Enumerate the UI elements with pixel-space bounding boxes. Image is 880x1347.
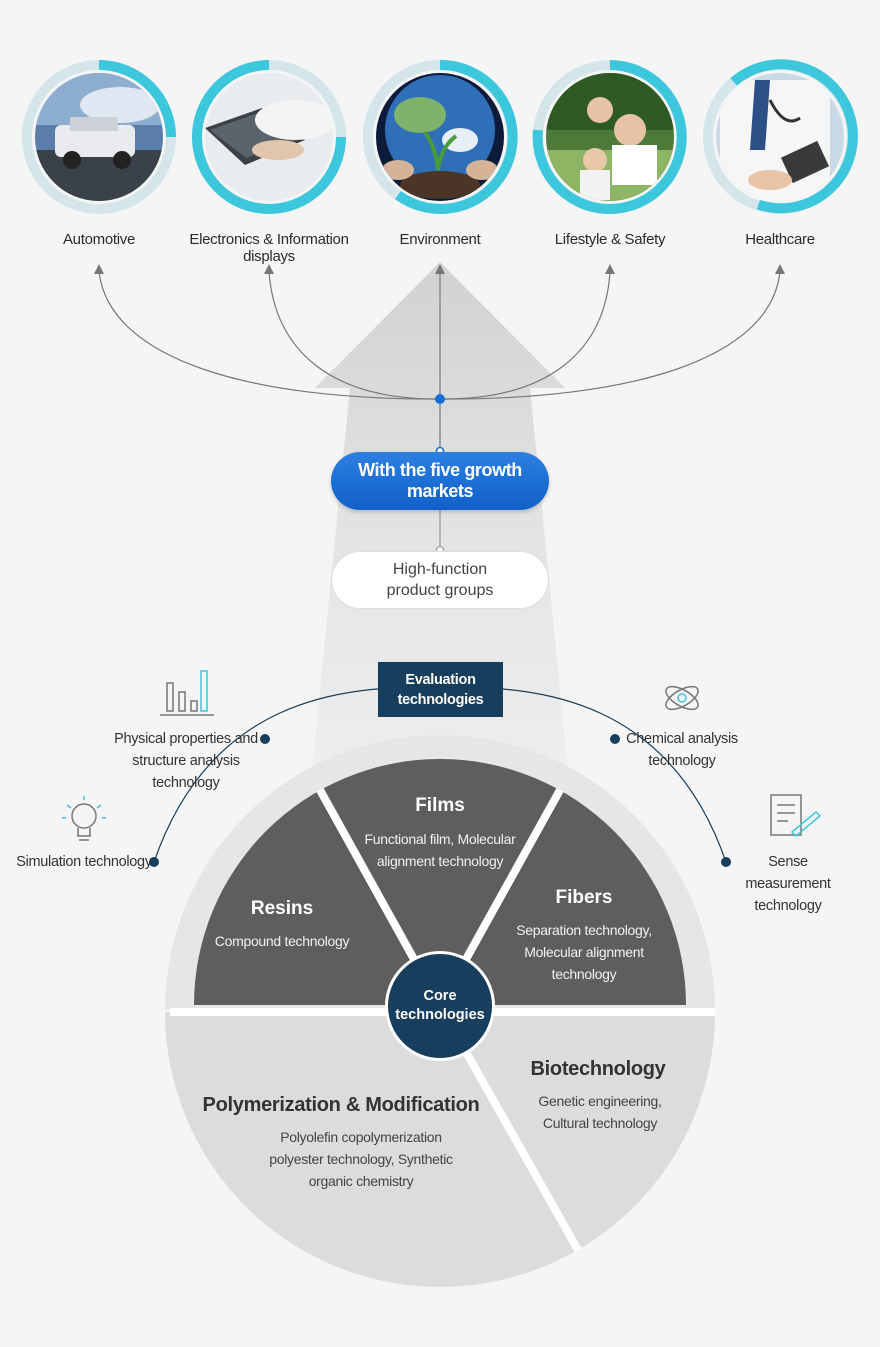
core-label: Core technologies <box>395 988 485 1023</box>
arrow-heads <box>94 264 785 274</box>
segment-films-desc: Functional film, Molecular alignment tec… <box>364 831 516 869</box>
lightbulb-icon <box>62 796 106 841</box>
segment-resins-title: Resins <box>250 898 314 919</box>
segment-resins-desc: Compound technology <box>214 933 350 949</box>
market-label-lifestyle: Lifestyle & Safety <box>554 231 666 248</box>
segment-fibers-title: Fibers <box>555 887 613 908</box>
lower-half <box>165 1012 715 1287</box>
junction-dot <box>435 394 445 404</box>
evaluation-technologies-box: Evaluation technologies <box>378 662 503 717</box>
atom-icon <box>665 685 699 711</box>
segment-polymerization-title: Polymerization & Modification <box>202 1094 480 1116</box>
document-pen-icon <box>770 794 822 838</box>
segment-polymerization-desc: Polyolefin copolymerization polyester te… <box>269 1129 453 1189</box>
market-label-automotive: Automotive <box>62 231 136 248</box>
segment-films-title: Films <box>415 795 465 816</box>
evaluation-item-simulation: Simulation technology <box>16 854 152 870</box>
market-connector-lines <box>98 271 781 400</box>
segment-fibers-desc: Separation technology, Molecular alignme… <box>516 922 652 982</box>
market-label-environment: Environment <box>399 231 481 248</box>
evaluation-item-chemical: Chemical analysis technology <box>626 731 738 769</box>
evaluation-item-sense: Sense measurement technology <box>745 854 831 914</box>
market-circles <box>22 59 858 214</box>
bar-chart-icon <box>160 670 214 716</box>
growth-markets-pill: With the five growth markets <box>331 452 549 510</box>
segment-biotech-title: Biotechnology <box>530 1058 666 1080</box>
market-label-healthcare: Healthcare <box>745 231 815 248</box>
evaluation-item-physical: Physical properties and structure analys… <box>114 731 258 791</box>
segment-biotech-desc: Genetic engineering, Cultural technology <box>538 1093 662 1131</box>
core-technologies-circle: Core technologies <box>385 951 495 1061</box>
product-groups-label: High-function product groups <box>386 561 494 599</box>
evaluation-title: Evaluation technologies <box>397 671 484 708</box>
market-label-electronics: Electronics & Information displays <box>189 231 349 265</box>
product-groups-pill: High-function product groups <box>331 551 549 609</box>
